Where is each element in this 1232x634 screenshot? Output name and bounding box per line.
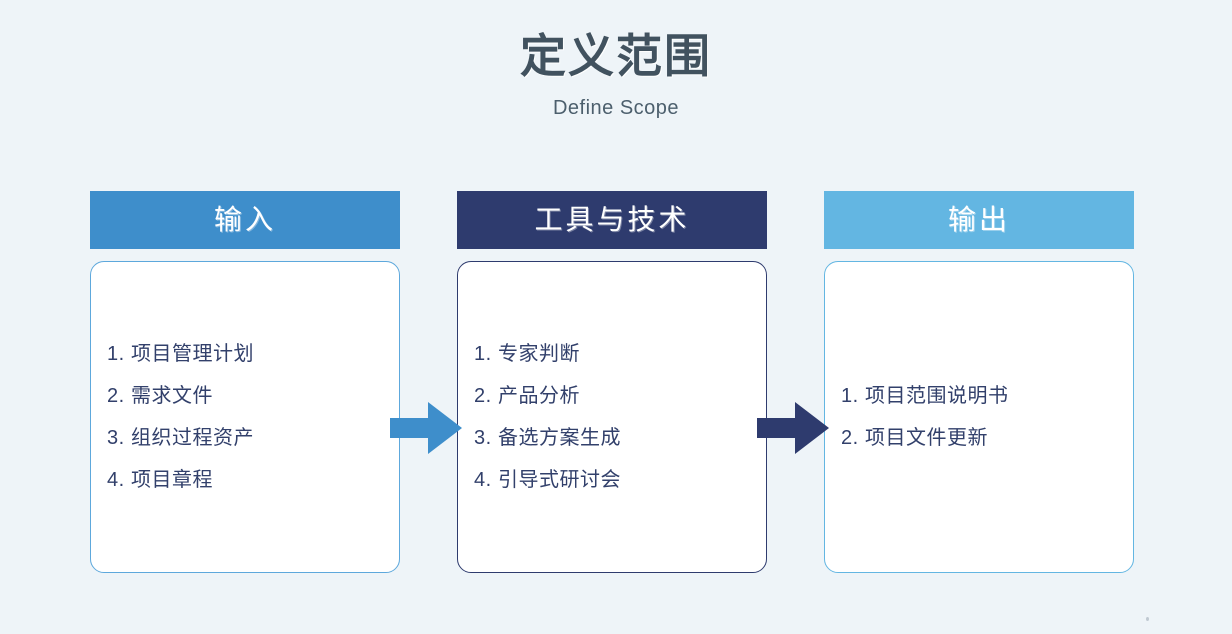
arrow-tools-to-output-icon [757,400,829,456]
list-item-number: 4. [474,469,492,491]
column-tools: 工具与技术 1. 专家判断 2. 产品分析 3. 备选方案生成 4. 引导式研讨会 [457,191,767,575]
input-item-list: 1. 项目管理计划 2. 需求文件 3. 组织过程资产 4. 项目章程 [107,333,383,501]
list-item-label: 专家判断 [498,343,580,365]
column-body-output: 1. 项目范围说明书 2. 项目文件更新 [824,261,1134,573]
image-artifact-speck [1146,617,1149,621]
list-item-number: 2. [841,427,859,449]
list-item-number: 1. [474,343,492,365]
list-item: 2. 项目文件更新 [841,417,1117,459]
list-item-number: 1. [107,343,125,365]
list-item-label: 引导式研讨会 [498,469,621,491]
arrow-input-to-tools-icon [390,400,462,456]
list-item-number: 1. [841,385,859,407]
title-block: 定义范围 Define Scope [0,30,1232,120]
list-item-number: 2. [474,385,492,407]
list-item: 1. 项目范围说明书 [841,375,1117,417]
list-item-label: 备选方案生成 [498,427,621,449]
list-item-number: 3. [474,427,492,449]
list-item-label: 产品分析 [498,385,580,407]
list-item: 4. 引导式研讨会 [474,459,750,501]
column-body-input: 1. 项目管理计划 2. 需求文件 3. 组织过程资产 4. 项目章程 [90,261,400,573]
list-item: 3. 组织过程资产 [107,417,383,459]
list-item: 2. 需求文件 [107,375,383,417]
list-item-label: 项目文件更新 [865,427,988,449]
column-output: 输出 1. 项目范围说明书 2. 项目文件更新 [824,191,1134,575]
column-header-input: 输入 [90,191,400,249]
list-item-number: 4. [107,469,125,491]
list-item-label: 项目章程 [131,469,213,491]
column-header-tools: 工具与技术 [457,191,767,249]
list-item-number: 3. [107,427,125,449]
column-body-tools: 1. 专家判断 2. 产品分析 3. 备选方案生成 4. 引导式研讨会 [457,261,767,573]
page-title: 定义范围 [520,30,712,82]
list-item-label: 组织过程资产 [131,427,254,449]
column-input: 输入 1. 项目管理计划 2. 需求文件 3. 组织过程资产 4. 项目章程 [90,191,400,575]
page-subtitle: Define Scope [552,96,680,119]
list-item-label: 项目管理计划 [131,343,254,365]
list-item: 4. 项目章程 [107,459,383,501]
process-columns: 输入 1. 项目管理计划 2. 需求文件 3. 组织过程资产 4. 项目章程 工具与技术 [0,191,1232,581]
tools-item-list: 1. 专家判断 2. 产品分析 3. 备选方案生成 4. 引导式研讨会 [474,333,750,501]
list-item-label: 项目范围说明书 [865,385,1009,407]
output-item-list: 1. 项目范围说明书 2. 项目文件更新 [841,375,1117,459]
list-item-label: 需求文件 [131,385,213,407]
list-item-number: 2. [107,385,125,407]
list-item: 1. 专家判断 [474,333,750,375]
column-header-output: 输出 [824,191,1134,249]
list-item: 3. 备选方案生成 [474,417,750,459]
list-item: 1. 项目管理计划 [107,333,383,375]
list-item: 2. 产品分析 [474,375,750,417]
